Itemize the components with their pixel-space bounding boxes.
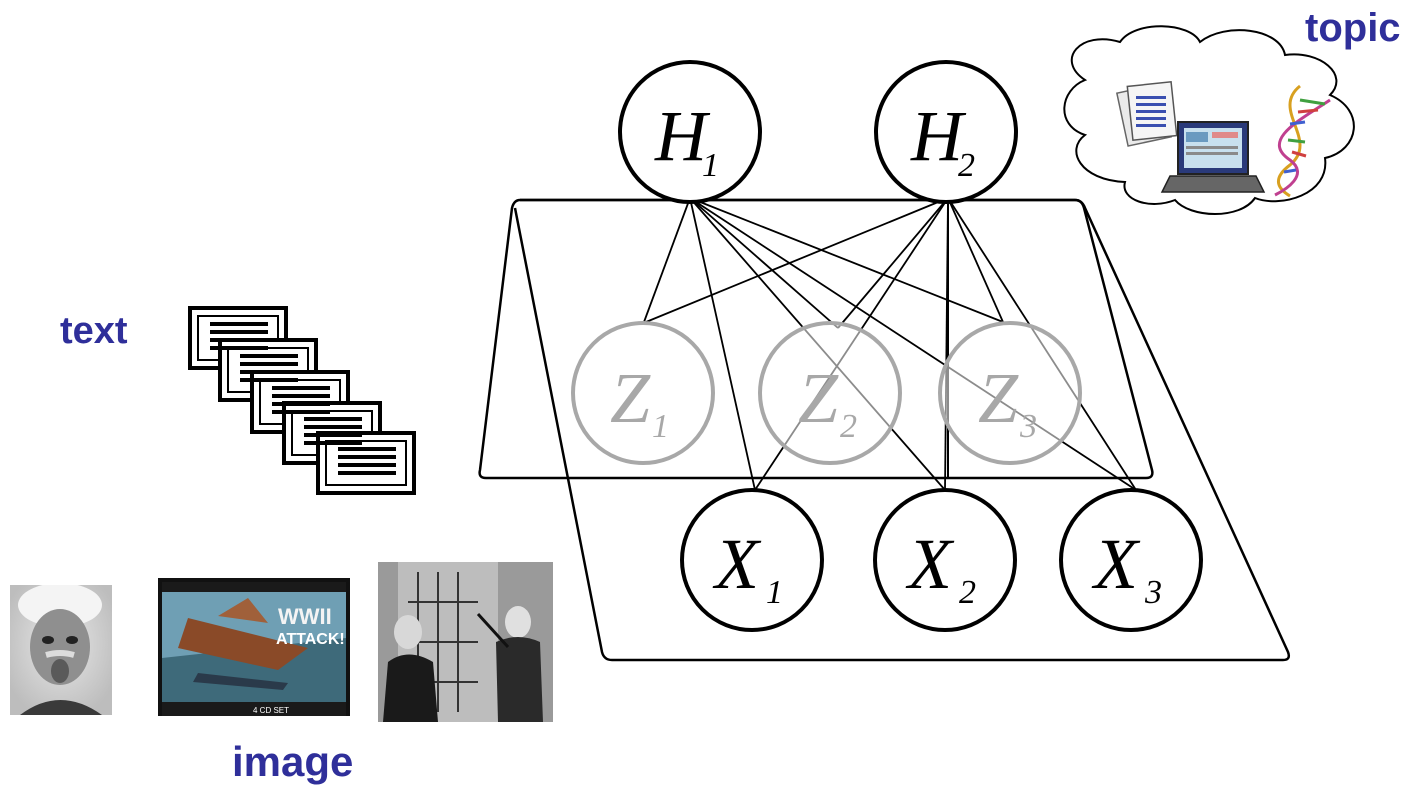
text-lines bbox=[210, 322, 396, 475]
game-cover-image: WWII ATTACK! 4 CD SET bbox=[158, 578, 350, 716]
topic-label: topic bbox=[1305, 6, 1401, 50]
cover-badge: 4 CD SET bbox=[253, 706, 289, 715]
node-x3: X 3 bbox=[1059, 488, 1203, 632]
node-h2: H 2 bbox=[874, 60, 1018, 204]
latent-nodes: Z 1 Z 2 Z 3 bbox=[571, 321, 1082, 465]
node-z3-sub: 3 bbox=[1019, 408, 1037, 445]
node-h2-letter: H bbox=[910, 96, 967, 176]
node-z3-letter: Z bbox=[978, 358, 1019, 438]
node-x2: X 2 bbox=[873, 488, 1017, 632]
node-x3-sub: 3 bbox=[1144, 574, 1162, 611]
node-z1: Z 1 bbox=[571, 321, 715, 465]
hidden-nodes: H 1 H 2 bbox=[618, 60, 1018, 204]
node-z2: Z 2 bbox=[758, 321, 902, 465]
node-x1-sub: 1 bbox=[766, 574, 783, 611]
node-z1-letter: Z bbox=[610, 358, 651, 438]
node-x1: X 1 bbox=[680, 488, 824, 632]
node-z2-sub: 2 bbox=[840, 408, 857, 445]
node-z1-sub: 1 bbox=[652, 408, 669, 445]
node-x3-letter: X bbox=[1091, 524, 1141, 604]
dna-helix-icon bbox=[1274, 84, 1331, 198]
node-x2-sub: 2 bbox=[959, 574, 976, 611]
scientists-photo bbox=[378, 562, 553, 722]
node-x2-letter: X bbox=[905, 524, 955, 604]
image-label: image bbox=[232, 738, 354, 785]
observed-plane bbox=[513, 198, 1291, 662]
node-h1-sub: 1 bbox=[702, 147, 719, 184]
node-x1-letter: X bbox=[712, 524, 762, 604]
node-h2-sub: 2 bbox=[958, 147, 975, 184]
cover-subtitle: ATTACK! bbox=[276, 631, 345, 648]
observed-nodes: X 1 X 2 X 3 bbox=[680, 488, 1203, 632]
topic-cloud bbox=[1063, 25, 1355, 215]
document-stack-icon bbox=[1115, 81, 1178, 147]
cover-title: WWII bbox=[278, 604, 332, 629]
portrait-photo bbox=[10, 585, 112, 715]
text-label: text bbox=[60, 310, 128, 352]
node-h1-letter: H bbox=[654, 96, 711, 176]
laptop-icon bbox=[1160, 121, 1266, 193]
node-z2-letter: Z bbox=[798, 358, 839, 438]
node-z3: Z 3 bbox=[938, 321, 1082, 465]
node-h1: H 1 bbox=[618, 60, 762, 204]
